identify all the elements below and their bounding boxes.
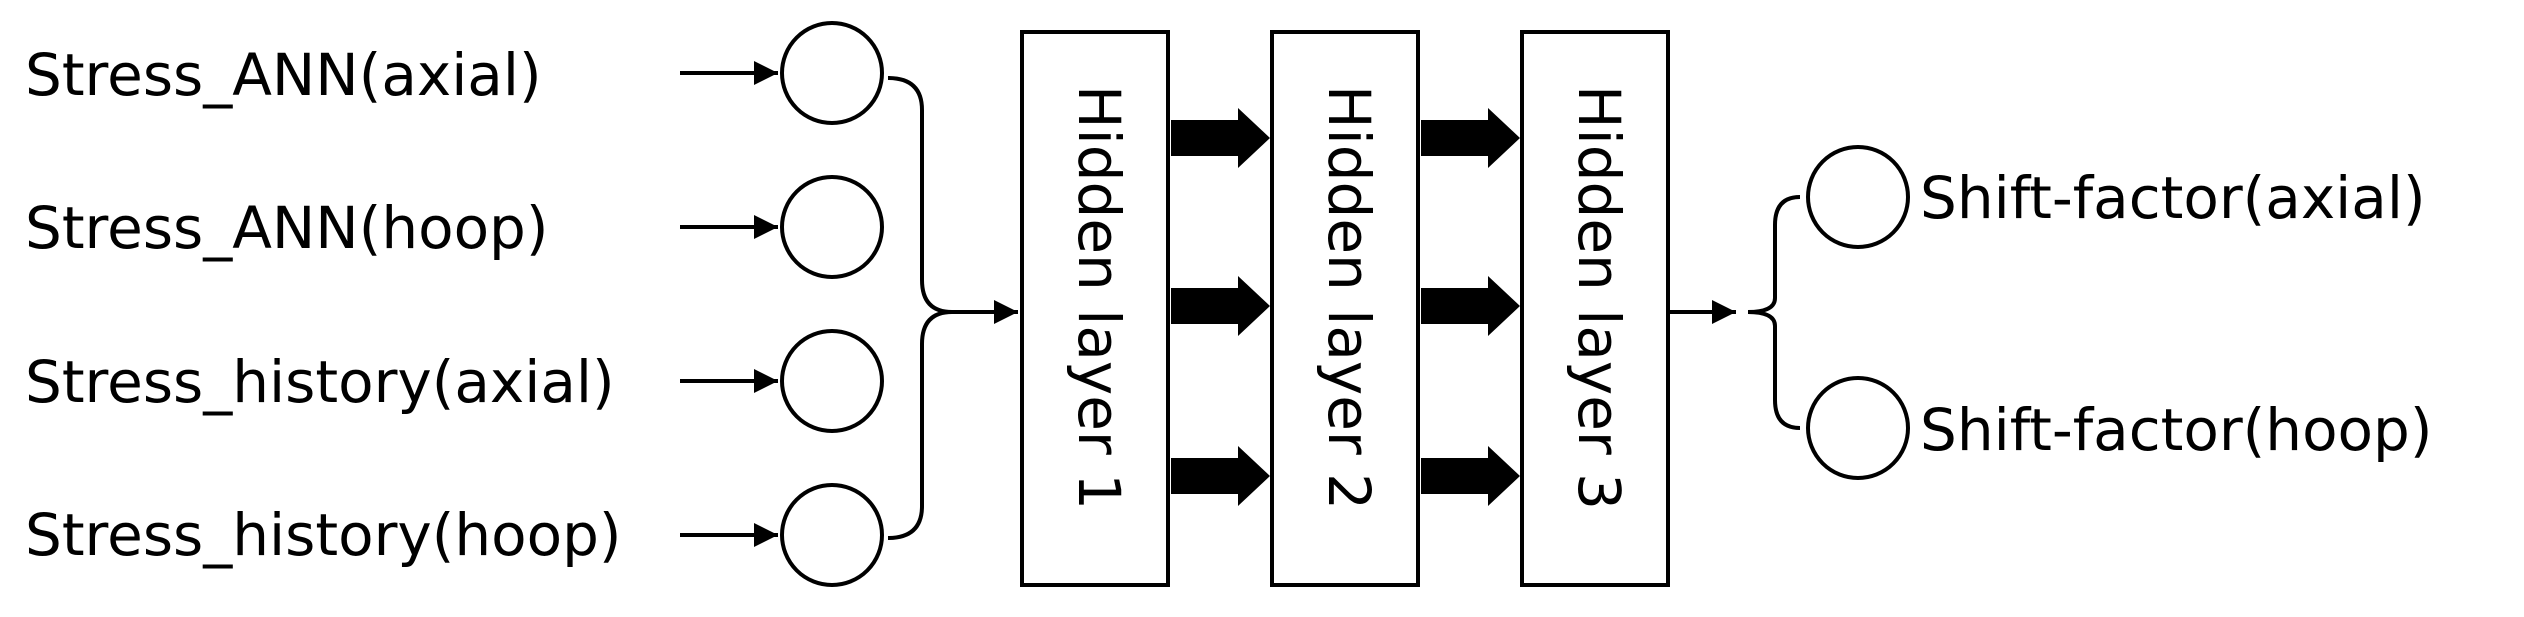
hidden-layer-3-label: Hidden layer 3 (1565, 85, 1633, 510)
input-bracket (887, 76, 953, 540)
hidden-layer-1-box (1020, 30, 1170, 587)
input-node-4 (780, 483, 884, 587)
hidden-layer-3-box (1520, 30, 1670, 587)
hidden-layer-2-box (1270, 30, 1420, 587)
hidden-layer-2-label: Hidden layer 2 (1315, 85, 1383, 510)
output-label-2: Shift-factor(hoop) (1920, 396, 2432, 464)
output-node-1 (1806, 145, 1910, 249)
input-node-3 (780, 329, 884, 433)
input-label-4: Stress_history(hoop) (25, 501, 622, 569)
output-node-2 (1806, 376, 1910, 480)
thick-arrow-l1-l2-top (1171, 108, 1270, 168)
hidden-layer-1-label: Hidden layer 1 (1065, 85, 1133, 510)
output-label-1: Shift-factor(axial) (1920, 164, 2426, 232)
thick-arrow-l2-l3-mid (1421, 276, 1520, 336)
input-label-2: Stress_ANN(hoop) (25, 194, 549, 262)
input-label-1: Stress_ANN(axial) (25, 41, 542, 109)
thick-arrow-l2-l3-top (1421, 108, 1520, 168)
thick-arrow-l1-l2-mid (1171, 276, 1270, 336)
thick-arrow-l2-l3-bottom (1421, 446, 1520, 506)
input-node-2 (780, 175, 884, 279)
input-node-1 (780, 21, 884, 125)
thick-arrow-l1-l2-bottom (1171, 446, 1270, 506)
output-bracket (1747, 195, 1801, 430)
input-label-3: Stress_history(axial) (25, 348, 615, 416)
